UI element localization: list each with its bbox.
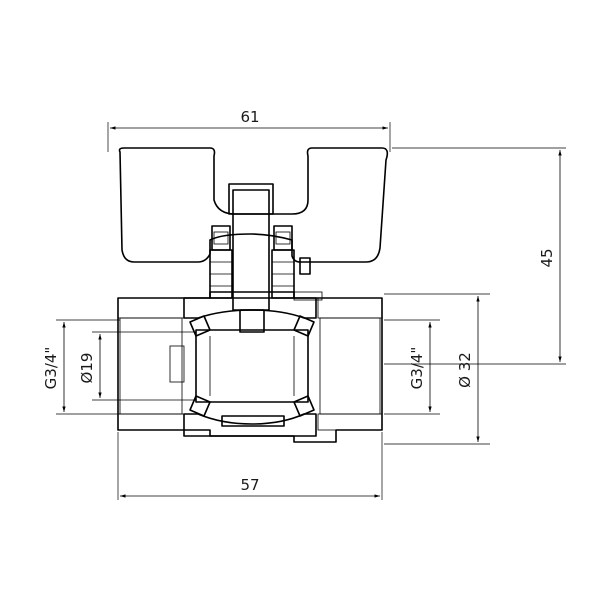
- dimension-bore-diameter: Ø19: [78, 353, 96, 384]
- dimension-thread-left: G3/4": [42, 347, 60, 390]
- valve-body: [117, 291, 383, 443]
- valve-stem: [209, 183, 311, 311]
- dimension-handle-width: 61: [240, 108, 259, 126]
- dimension-lines: [62, 126, 562, 498]
- extension-lines: [56, 122, 566, 500]
- butterfly-handle: [118, 147, 389, 263]
- dimension-height: 45: [538, 248, 556, 267]
- dimension-length: 57: [240, 476, 259, 494]
- dimension-thread-right: G3/4": [408, 347, 426, 390]
- dimension-outer-diameter: Ø 32: [456, 352, 474, 388]
